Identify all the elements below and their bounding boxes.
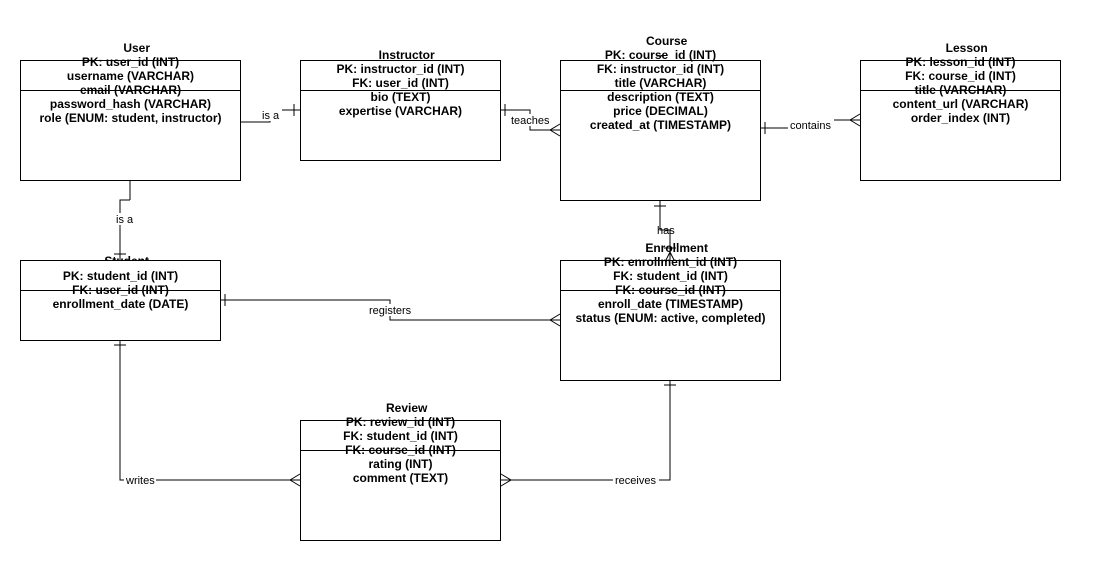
attr-course-description: description (TEXT) — [607, 90, 714, 104]
attr-user-role: role (ENUM: student, instructor) — [39, 111, 222, 125]
attr-lesson-pk: PK: lesson_id (INT) — [905, 55, 1016, 69]
attr-lesson-title: title (VARCHAR) — [914, 83, 1007, 97]
attr-course-pk: PK: course_id (INT) — [604, 48, 717, 62]
rel-course-lesson: contains — [761, 113, 861, 134]
rel-label-student-review: writes — [125, 475, 155, 487]
attr-course-fk-instructor: FK: instructor_id (INT) — [596, 62, 725, 76]
key-divider — [861, 90, 1060, 91]
attr-student-enrollment-date: enrollment_date (DATE) — [52, 297, 189, 311]
attr-review-fk-student: FK: student_id (INT) — [343, 429, 458, 443]
attr-instructor-bio: bio (TEXT) — [370, 90, 431, 104]
attr-user-password: password_hash (VARCHAR) — [49, 97, 212, 111]
rel-course-enrollment: has — [654, 201, 676, 261]
rel-label-user-student: is a — [116, 214, 134, 226]
entity-lesson[interactable]: PK: lesson_id (INT) FK: course_id (INT) … — [860, 55, 1061, 181]
attr-enrollment-status: status (ENUM: active, completed) — [575, 311, 766, 325]
key-divider — [301, 450, 500, 451]
entity-instructor[interactable]: PK: instructor_id (INT) FK: user_id (INT… — [300, 60, 501, 161]
attr-review-rating: rating (INT) — [368, 457, 433, 471]
rel-student-enrollment: registers — [221, 294, 561, 327]
attr-lesson-content-url: content_url (VARCHAR) — [892, 97, 1029, 111]
key-divider — [561, 290, 780, 291]
entity-enrollment[interactable]: PK: enrollment_id (INT) FK: student_id (… — [560, 255, 781, 381]
rel-enrollment-review: receives — [500, 381, 676, 487]
attr-enrollment-pk: PK: enrollment_id (INT) — [603, 255, 738, 269]
attr-user-username: username (VARCHAR) — [66, 69, 195, 83]
rel-label-user-instructor: is a — [262, 110, 280, 122]
attr-enrollment-fk-student: FK: student_id (INT) — [613, 269, 728, 283]
key-divider — [21, 290, 220, 291]
attr-student-pk: PK: student_id (INT) — [62, 269, 179, 283]
rel-label-enrollment-review: receives — [615, 475, 656, 487]
rel-label-course-enrollment: has — [657, 225, 675, 237]
attr-user-pk: PK: user_id (INT) — [81, 55, 180, 69]
rel-user-instructor: is a — [241, 104, 300, 123]
attr-lesson-fk-course: FK: course_id (INT) — [905, 69, 1016, 83]
rel-label-instructor-course: teaches — [511, 115, 550, 127]
attr-lesson-order: order_index (INT) — [910, 111, 1011, 125]
entity-student[interactable]: PK: student_id (INT) FK: user_id (INT) e… — [20, 260, 221, 341]
attr-course-price: price (DECIMAL) — [613, 104, 708, 118]
attr-instructor-pk: PK: instructor_id (INT) — [336, 62, 465, 76]
rel-student-review: writes — [114, 341, 301, 487]
attr-course-title: title (VARCHAR) — [614, 76, 707, 90]
attr-enrollment-date: enroll_date (TIMESTAMP) — [597, 297, 744, 311]
rel-label-student-enrollment: registers — [369, 305, 412, 317]
entity-title-course: Course-- — [646, 34, 688, 62]
key-divider — [561, 90, 760, 91]
rel-user-student: is a — [114, 181, 138, 260]
entity-course[interactable]: PK: course_id (INT) FK: instructor_id (I… — [560, 48, 761, 201]
rel-instructor-course: teaches — [501, 104, 561, 137]
attr-course-created: created_at (TIMESTAMP) — [589, 118, 732, 132]
key-divider — [301, 90, 500, 91]
key-divider — [21, 90, 240, 91]
entity-user[interactable]: PK: user_id (INT) username (VARCHAR) ema… — [20, 55, 241, 181]
attr-instructor-expertise: expertise (VARCHAR) — [338, 104, 463, 118]
attr-review-pk: PK: review_id (INT) — [345, 415, 456, 429]
entity-review[interactable]: PK: review_id (INT) FK: student_id (INT)… — [300, 415, 501, 541]
attr-review-comment: comment (TEXT) — [352, 471, 449, 485]
rel-label-course-lesson: contains — [790, 120, 831, 132]
attr-instructor-fk-user: FK: user_id (INT) — [352, 76, 449, 90]
attr-user-email: email (VARCHAR) — [79, 83, 182, 97]
